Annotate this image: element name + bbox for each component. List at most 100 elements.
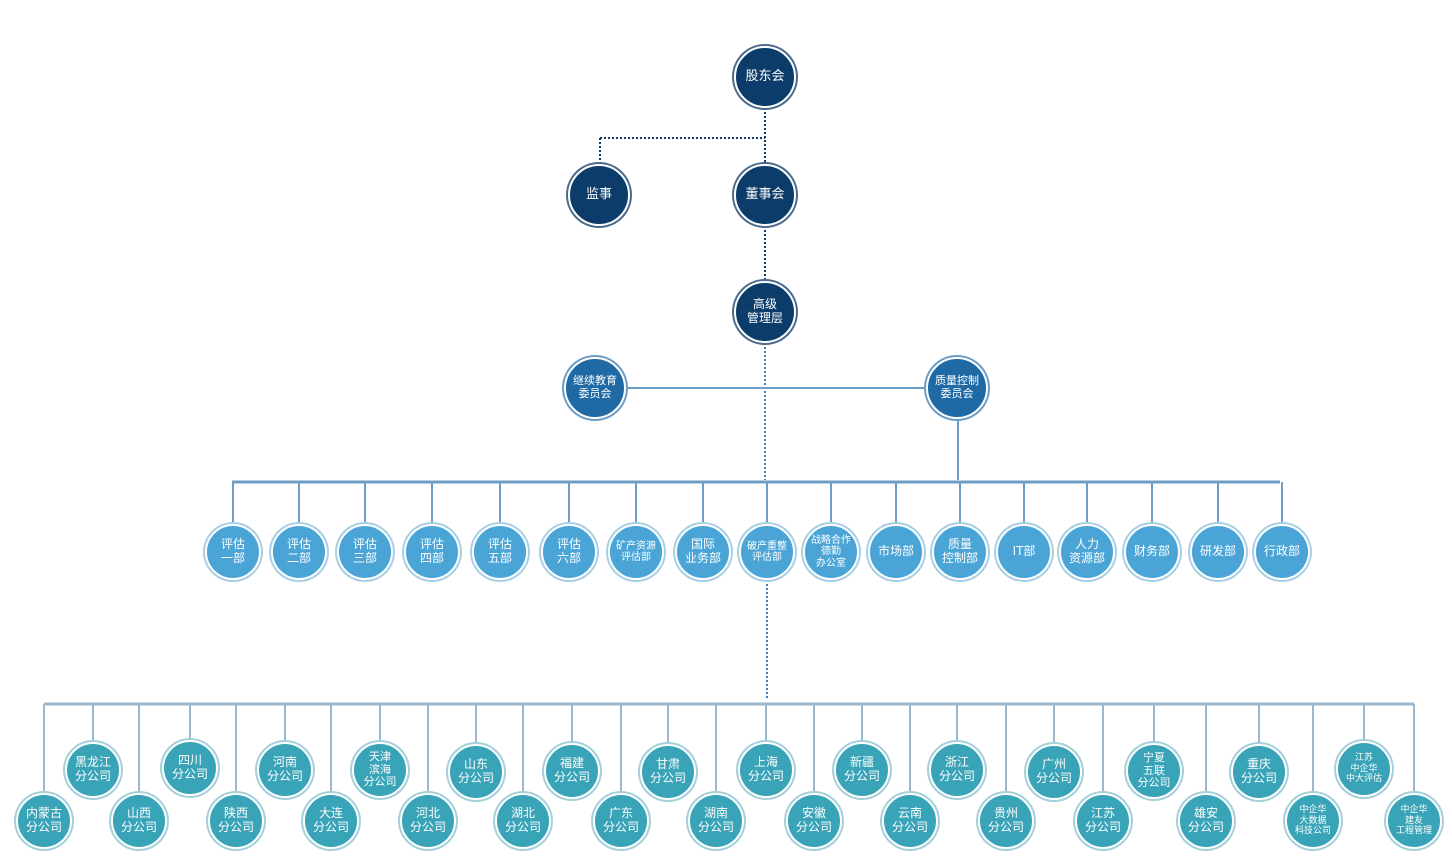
branch-node[interactable]: 山西 分公司 [111,793,167,849]
branch-node[interactable]: 河南 分公司 [257,742,313,798]
branch-label: 重庆 分公司 [1240,757,1277,785]
node-education-committee[interactable]: 继续教育 委员会 [564,357,626,419]
department-label: 评估 一部 [220,537,245,565]
department-node[interactable]: 评估 一部 [205,524,261,580]
branch-node[interactable]: 浙江 分公司 [929,742,985,798]
branch-label: 浙江 分公司 [938,755,975,783]
branch-node[interactable]: 中企华 建友 工程管理 [1386,793,1442,849]
branch-label: 内蒙古 分公司 [25,806,62,834]
department-node[interactable]: 国际 业务部 [675,524,731,580]
department-label: 市场部 [877,544,914,559]
branch-node[interactable]: 宁夏 五联 分公司 [1126,743,1182,799]
branch-label: 江苏 分公司 [1084,806,1121,834]
node-supervisor[interactable]: 监事 [568,164,630,226]
branch-node[interactable]: 河北 分公司 [400,793,456,849]
branch-label: 云南 分公司 [891,806,928,834]
department-node[interactable]: 评估 六部 [541,524,597,580]
branch-label: 雄安 分公司 [1187,806,1224,834]
branch-node[interactable]: 福建 分公司 [544,743,600,799]
node-board[interactable]: 董事会 [734,164,796,226]
department-node[interactable]: 评估 三部 [337,524,393,580]
branch-label: 河南 分公司 [266,755,303,783]
node-quality-committee[interactable]: 质量控制 委员会 [926,357,988,419]
department-node[interactable]: 评估 二部 [271,524,327,580]
department-node[interactable]: 财务部 [1124,524,1180,580]
node-education-committee-label: 继续教育 委员会 [573,374,617,400]
branch-node[interactable]: 中企华 大数据 科技公司 [1285,793,1341,849]
branch-label: 河北 分公司 [409,806,446,834]
department-label: 财务部 [1133,544,1170,559]
branch-label: 江苏 中企华 中大评估 [1345,753,1382,785]
department-label: 评估 四部 [419,537,444,565]
department-label: 破产重整 评估部 [747,540,787,564]
department-node[interactable]: IT部 [996,524,1052,580]
department-label: 评估 五部 [487,537,512,565]
branch-node[interactable]: 重庆 分公司 [1231,744,1287,800]
branch-label: 湖北 分公司 [504,806,541,834]
node-management[interactable]: 高级 管理层 [734,281,796,343]
department-node[interactable]: 战略合作 德勤 办公室 [803,524,859,580]
branch-label: 山东 分公司 [457,757,494,785]
branch-label: 四川 分公司 [171,753,208,781]
branch-label: 上海 分公司 [747,755,784,783]
department-label: 战略合作 德勤 办公室 [811,534,851,569]
branch-label: 湖南 分公司 [697,806,734,834]
branch-node[interactable]: 湖南 分公司 [688,793,744,849]
branch-label: 大连 分公司 [312,806,349,834]
branch-node[interactable]: 雄安 分公司 [1178,793,1234,849]
branch-label: 安徽 分公司 [795,806,832,834]
branch-label: 黑龙江 分公司 [74,755,111,783]
department-node[interactable]: 破产重整 评估部 [739,524,795,580]
branch-node[interactable]: 湖北 分公司 [495,793,551,849]
department-label: 矿产资源 评估部 [616,540,656,564]
department-label: 评估 二部 [286,537,311,565]
department-label: 人力 资源部 [1068,537,1105,565]
node-supervisor-label: 监事 [585,186,612,202]
branch-node[interactable]: 上海 分公司 [738,742,794,798]
branch-node[interactable]: 天津 滨海 分公司 [352,742,408,798]
branch-label: 宁夏 五联 分公司 [1137,751,1171,790]
department-node[interactable]: 市场部 [868,524,924,580]
node-management-label: 高级 管理层 [746,297,783,325]
branch-node[interactable]: 内蒙古 分公司 [16,793,72,849]
node-shareholders[interactable]: 股东会 [734,46,796,108]
department-label: 评估 六部 [556,537,581,565]
department-label: 国际 业务部 [684,537,721,565]
branch-label: 中企华 建友 工程管理 [1395,805,1432,837]
branch-label: 福建 分公司 [553,756,590,784]
branch-node[interactable]: 山东 分公司 [448,744,504,800]
department-node[interactable]: 研发部 [1190,524,1246,580]
branch-node[interactable]: 黑龙江 分公司 [65,742,121,798]
branch-node[interactable]: 江苏 中企华 中大评估 [1336,741,1392,797]
department-node[interactable]: 行政部 [1254,524,1310,580]
branch-label: 广东 分公司 [602,806,639,834]
branch-node[interactable]: 广东 分公司 [593,793,649,849]
branch-label: 天津 滨海 分公司 [363,750,397,789]
branch-label: 甘肃 分公司 [649,757,686,785]
branch-node[interactable]: 贵州 分公司 [978,793,1034,849]
department-node[interactable]: 评估 五部 [472,524,528,580]
department-label: 行政部 [1263,544,1300,559]
branch-node[interactable]: 新疆 分公司 [834,742,890,798]
branch-label: 山西 分公司 [120,806,157,834]
department-node[interactable]: 矿产资源 评估部 [608,524,664,580]
branch-node[interactable]: 安徽 分公司 [786,793,842,849]
branch-node[interactable]: 甘肃 分公司 [640,744,696,800]
branch-node[interactable]: 云南 分公司 [882,793,938,849]
branch-node[interactable]: 广州 分公司 [1026,744,1082,800]
department-node[interactable]: 评估 四部 [404,524,460,580]
department-node[interactable]: 人力 资源部 [1059,524,1115,580]
branch-node[interactable]: 江苏 分公司 [1075,793,1131,849]
department-node[interactable]: 质量 控制部 [932,524,988,580]
branch-node[interactable]: 大连 分公司 [303,793,359,849]
node-shareholders-label: 股东会 [745,68,785,84]
branch-label: 贵州 分公司 [987,806,1024,834]
branch-label: 陕西 分公司 [217,806,254,834]
branch-node[interactable]: 四川 分公司 [162,740,218,796]
branch-label: 中企华 大数据 科技公司 [1294,805,1331,837]
branch-node[interactable]: 陕西 分公司 [208,793,264,849]
node-board-label: 董事会 [745,186,785,202]
department-label: 质量 控制部 [941,537,978,565]
branch-label: 新疆 分公司 [843,755,880,783]
